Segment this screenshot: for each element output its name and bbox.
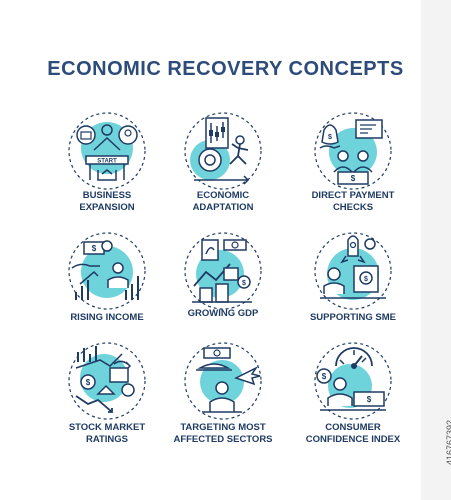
page-title: ECONOMIC RECOVERY CONCEPTS xyxy=(47,58,404,80)
concept-label: STOCK MARKET xyxy=(68,422,146,433)
stock-id: 416767392 xyxy=(445,420,451,466)
concept-label-line2: CONFIDENCE INDEX xyxy=(305,434,401,445)
concept-stock-market-ratings: $ STOCK MARKET RATINGS xyxy=(42,338,172,458)
svg-text:$: $ xyxy=(92,244,97,253)
start-badge: START xyxy=(97,159,117,165)
growing-gdp-icon: $ xyxy=(184,232,262,310)
concept-label-line2: RATINGS xyxy=(85,434,129,445)
svg-text:$: $ xyxy=(351,174,356,183)
concept-consumer-confidence: $ $ CONSUMER CONFIDENCE INDEX xyxy=(288,338,418,458)
business-expansion-icon: START xyxy=(68,112,146,190)
concept-label: CONSUMER xyxy=(325,422,381,433)
concept-label: SUPPORTING SME xyxy=(309,312,397,323)
concept-business-expansion: START BUSINESS EXPANSION xyxy=(42,108,172,228)
concept-economic-adaptation: ECONOMIC ADAPTATION xyxy=(158,108,288,228)
svg-text:$: $ xyxy=(328,134,332,141)
concept-label-line2: AFFECTED SECTORS xyxy=(173,434,273,445)
concept-label: ECONOMIC xyxy=(196,190,250,201)
svg-text:$: $ xyxy=(367,395,372,404)
concept-rising-income: $ RISING INCOME xyxy=(42,228,172,348)
concept-label: TARGETING MOST xyxy=(180,422,266,433)
supporting-sme-icon: $ xyxy=(314,232,392,310)
concept-supporting-sme: $ SUPPORTING SME xyxy=(288,228,418,348)
concept-label: RISING INCOME xyxy=(70,312,144,323)
concept-label-line2: CHECKS xyxy=(332,202,374,213)
concept-label: BUSINESS xyxy=(82,190,132,201)
stock-market-ratings-icon: $ xyxy=(68,342,146,420)
concept-label: GROWING GDP xyxy=(187,308,259,319)
direct-payment-checks-icon: $ $ xyxy=(314,112,392,190)
concept-targeting-sectors: TARGETING MOST AFFECTED SECTORS xyxy=(158,338,288,458)
svg-text:$: $ xyxy=(364,276,368,283)
economic-adaptation-icon xyxy=(184,112,262,190)
stock-sidebar xyxy=(421,0,451,500)
concept-label: DIRECT PAYMENT xyxy=(311,190,395,201)
svg-text:$: $ xyxy=(322,372,327,381)
svg-text:$: $ xyxy=(242,280,246,287)
rising-income-icon: $ xyxy=(68,232,146,310)
concept-direct-payment-checks: $ $ DIRECT PAYMENT CHECKS xyxy=(288,108,418,228)
consumer-confidence-icon: $ $ xyxy=(314,342,392,420)
concept-label-line2: EXPANSION xyxy=(79,202,135,213)
targeting-sectors-icon xyxy=(184,342,262,420)
concept-growing-gdp: $ GROWING GDP xyxy=(158,228,288,348)
concept-label-line2: ADAPTATION xyxy=(192,202,254,213)
svg-text:$: $ xyxy=(86,378,91,387)
